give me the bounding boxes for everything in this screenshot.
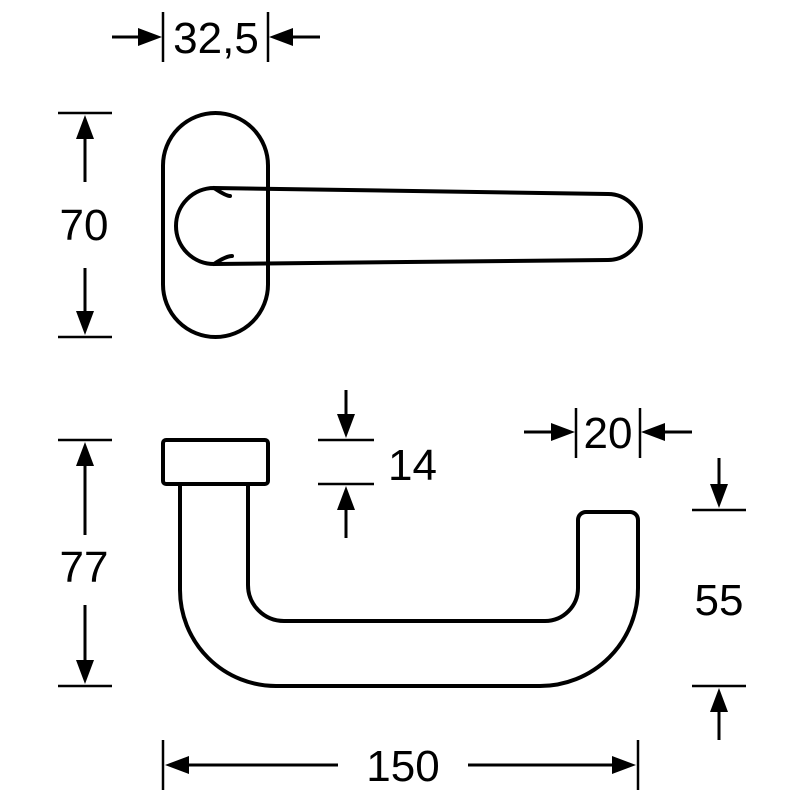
arrow-up-icon — [76, 442, 94, 466]
dim-handle-length: 150 — [161, 740, 640, 791]
label-handle-height: 77 — [60, 543, 109, 592]
label-rose-width: 32,5 — [173, 14, 259, 63]
label-end-width: 20 — [584, 409, 633, 458]
lever-neck-curve-lower — [212, 254, 234, 266]
handle-collar — [161, 438, 270, 486]
dim-rose-height: 70 — [58, 111, 112, 339]
dim-handle-height: 77 — [58, 438, 112, 688]
arrow-down-icon — [710, 484, 728, 508]
lever-neck-curve-upper — [212, 186, 232, 198]
arrow-down-icon — [337, 414, 355, 438]
arrow-up-icon — [710, 688, 728, 712]
top-view — [161, 111, 643, 339]
label-rose-height: 70 — [60, 201, 109, 250]
arrow-down-icon — [76, 311, 94, 335]
label-handle-length: 150 — [366, 742, 439, 791]
arrow-right-icon — [612, 756, 636, 774]
lever-arm-top — [174, 186, 643, 266]
label-end-drop: 55 — [695, 576, 744, 625]
rose-plate — [161, 111, 270, 339]
label-neck-thickness: 14 — [388, 441, 437, 490]
arrow-right-icon — [138, 28, 162, 46]
arrow-up-icon — [337, 486, 355, 510]
dim-neck-thickness: 14 — [318, 390, 437, 538]
arrow-up-icon — [76, 115, 94, 139]
arrow-left-icon — [165, 756, 189, 774]
dim-end-drop: 55 — [692, 458, 746, 740]
dim-rose-width: 32,5 — [112, 12, 320, 63]
arrow-left-icon — [641, 423, 665, 441]
dim-end-width: 20 — [524, 408, 692, 458]
handle-body — [178, 482, 640, 688]
side-view — [161, 438, 640, 688]
arrow-right-icon — [551, 423, 575, 441]
arrow-left-icon — [269, 28, 293, 46]
arrow-down-icon — [76, 660, 94, 684]
